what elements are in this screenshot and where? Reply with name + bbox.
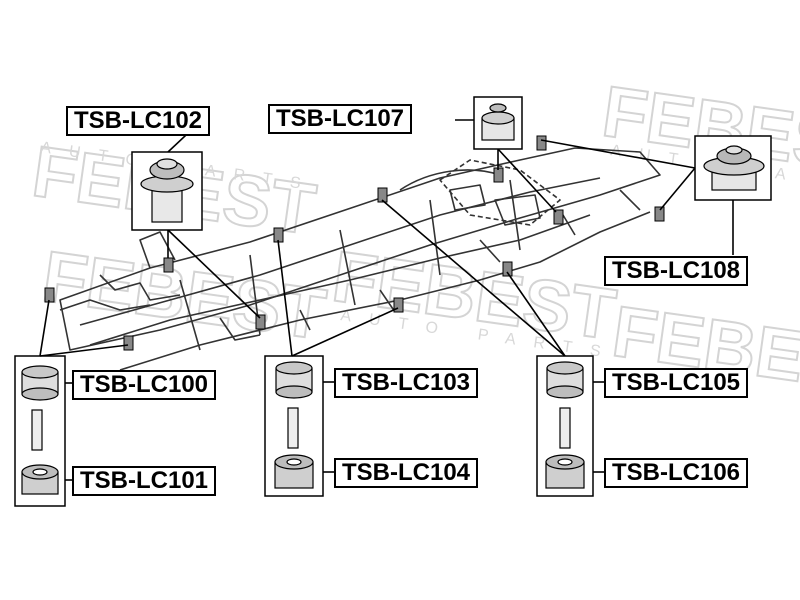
leader-line	[506, 271, 566, 357]
leader-line	[497, 148, 557, 213]
leader-line	[291, 307, 399, 357]
mount-points	[44, 135, 665, 351]
part-label-lc105: TSB-LC105	[604, 368, 749, 398]
leader-lines	[39, 119, 734, 481]
mount-point	[273, 227, 284, 243]
leader-line	[39, 299, 50, 357]
bushing-lc102	[140, 158, 194, 223]
bushing-lc107	[481, 103, 515, 141]
mount-point	[377, 187, 388, 203]
bushing-lc105	[546, 361, 584, 449]
mount-point	[502, 261, 513, 277]
bushing-lc103	[275, 361, 313, 449]
part-label-lc108: TSB-LC108	[604, 256, 749, 286]
bushing-lc106	[545, 454, 585, 489]
mount-point	[163, 257, 174, 273]
mount-point	[536, 135, 547, 151]
mount-point	[493, 167, 504, 183]
part-label-lc106: TSB-LC106	[604, 458, 749, 488]
mount-point	[44, 287, 55, 303]
part-label-lc102: TSB-LC102	[66, 106, 211, 136]
mount-point	[123, 335, 134, 351]
part-label-lc101: TSB-LC101	[72, 466, 217, 496]
bushing-lc104	[274, 454, 314, 489]
leader-line	[659, 167, 696, 211]
bushings	[21, 103, 765, 495]
leader-line	[39, 344, 129, 357]
part-label-lc103: TSB-LC103	[334, 368, 479, 398]
bushing-lc108	[703, 145, 765, 191]
part-label-lc107: TSB-LC107	[268, 104, 413, 134]
bushing-lc101	[21, 464, 59, 495]
mount-point	[393, 297, 404, 313]
leader-line	[381, 199, 566, 357]
bushing-lc100	[21, 365, 59, 451]
leader-line	[540, 139, 696, 169]
part-label-lc104: TSB-LC104	[334, 458, 479, 488]
mount-point	[553, 209, 564, 225]
mount-point	[255, 314, 266, 330]
mount-point	[654, 206, 665, 222]
leader-line	[277, 239, 293, 357]
leader-line	[167, 229, 261, 319]
part-label-lc100: TSB-LC100	[72, 370, 217, 400]
